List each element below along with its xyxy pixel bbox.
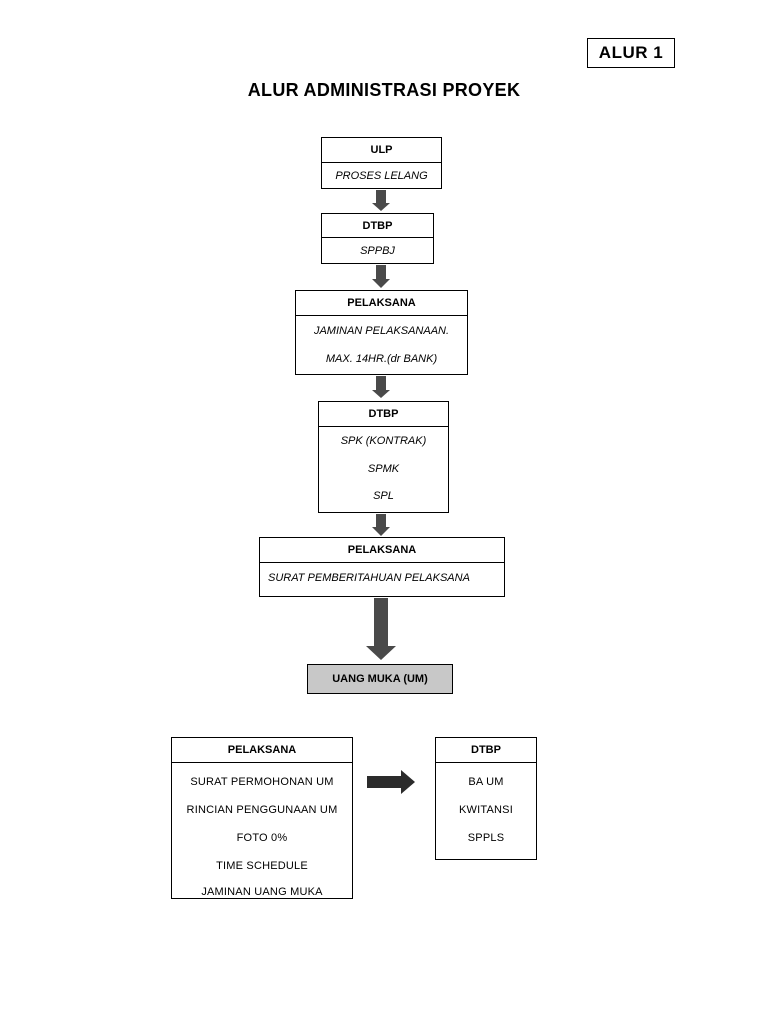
box-bottom-pelaksana-head: PELAKSANA (172, 738, 352, 763)
box-pelaksana-1-line-1: JAMINAN PELAKSANAAN. (313, 324, 450, 337)
arrow-down-2 (372, 265, 390, 288)
flow-badge: ALUR 1 (587, 38, 675, 68)
box-uang-muka: UANG MUKA (UM) (307, 664, 453, 694)
box-pelaksana-1-line-2: MAX. 14HR.(dr BANK) (325, 353, 438, 365)
box-bottom-pelaksana-line-2: RINCIAN PENGGUNAAN UM (186, 804, 338, 816)
box-dtbp-2-line-3: SPL (373, 490, 394, 502)
box-pelaksana-2-head: PELAKSANA (260, 538, 504, 563)
box-bottom-dtbp-line-2: KWITANSI (459, 804, 513, 816)
page-title: ALUR ADMINISTRASI PROYEK (247, 80, 521, 100)
box-dtbp-2: DTBP SPK (KONTRAK) SPMK SPL (318, 401, 449, 513)
box-ulp-head: ULP (322, 138, 441, 163)
box-pelaksana-1-head: PELAKSANA (296, 291, 467, 316)
box-bottom-dtbp-head: DTBP (436, 738, 536, 763)
box-ulp: ULP PROSES LELANG (321, 137, 442, 189)
box-pelaksana-1: PELAKSANA JAMINAN PELAKSANAAN. MAX. 14HR… (295, 290, 468, 375)
arrow-down-5 (366, 598, 396, 660)
box-bottom-pelaksana-line-1: SURAT PERMOHONAN UM (190, 775, 334, 788)
arrow-down-4 (372, 514, 390, 536)
box-pelaksana-2: PELAKSANA SURAT PEMBERITAHUAN PELAKSANA (259, 537, 505, 597)
arrow-right (367, 770, 415, 794)
box-dtbp-1: DTBP SPPBJ (321, 213, 434, 264)
box-pelaksana-2-line-1: SURAT PEMBERITAHUAN PELAKSANA (268, 572, 470, 584)
box-dtbp-2-line-2: SPMK (367, 462, 400, 475)
arrow-down-1 (372, 190, 390, 211)
box-ulp-line-1: PROSES LELANG (335, 170, 428, 182)
arrow-down-3 (372, 376, 390, 398)
box-bottom-dtbp-line-3: SPPLS (467, 832, 505, 844)
box-bottom-pelaksana: PELAKSANA SURAT PERMOHONAN UM RINCIAN PE… (171, 737, 353, 899)
box-dtbp-2-head: DTBP (319, 402, 448, 427)
box-bottom-pelaksana-line-5: JAMINAN UANG MUKA (201, 886, 323, 898)
box-dtbp-1-line-1: SPPBJ (360, 245, 395, 257)
box-bottom-dtbp-line-1: BA UM (468, 775, 504, 788)
box-bottom-pelaksana-line-3: FOTO 0% (236, 832, 288, 844)
box-dtbp-1-head: DTBP (322, 214, 433, 238)
box-bottom-pelaksana-line-4: TIME SCHEDULE (216, 860, 308, 872)
box-dtbp-2-line-1: SPK (KONTRAK) (340, 435, 427, 447)
box-bottom-dtbp: DTBP BA UM KWITANSI SPPLS (435, 737, 537, 860)
